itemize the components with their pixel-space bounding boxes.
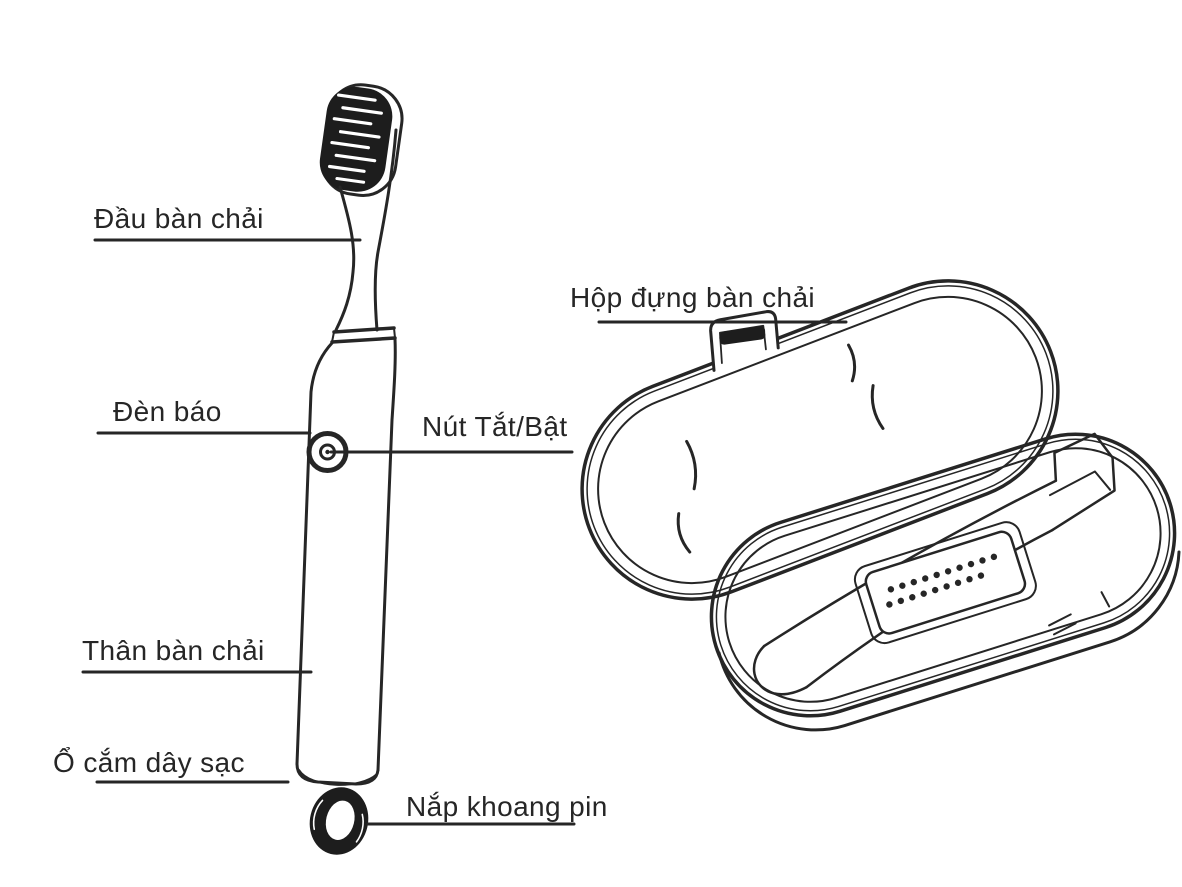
- label-travel-case: Hộp đựng bàn chải: [570, 282, 816, 313]
- dot-grid: [886, 553, 998, 608]
- dot-plate: [853, 521, 1037, 645]
- base-latch-slot: [1048, 591, 1111, 636]
- latch-slot: [719, 326, 766, 345]
- bristle-gaps: [328, 93, 383, 184]
- collar: [330, 326, 397, 344]
- toothbrush-illustration: [295, 83, 404, 855]
- lid-marks: [676, 343, 885, 554]
- case-base-illustration: [709, 432, 1181, 732]
- case-lid-illustration: [580, 279, 1060, 601]
- battery-cap: [309, 787, 369, 855]
- brush-neck: [334, 185, 356, 332]
- label-brush-body: Thân bàn chải: [82, 635, 265, 666]
- bristles: [319, 86, 393, 192]
- leader-lines: [81, 238, 848, 826]
- label-power-button: Nút Tắt/Bật: [422, 411, 568, 442]
- label-charging-port: Ổ cắm dây sạc: [53, 747, 245, 778]
- label-indicator-light: Đèn báo: [113, 396, 222, 427]
- brush-head: [319, 83, 404, 197]
- latch-tab: [709, 310, 780, 372]
- label-battery-cap: Nắp khoang pin: [406, 791, 608, 822]
- label-brush-head: Đầu bàn chải: [94, 203, 264, 234]
- brush-body: [295, 337, 397, 786]
- case-base-wall: [717, 550, 1181, 732]
- power-button: [306, 431, 349, 473]
